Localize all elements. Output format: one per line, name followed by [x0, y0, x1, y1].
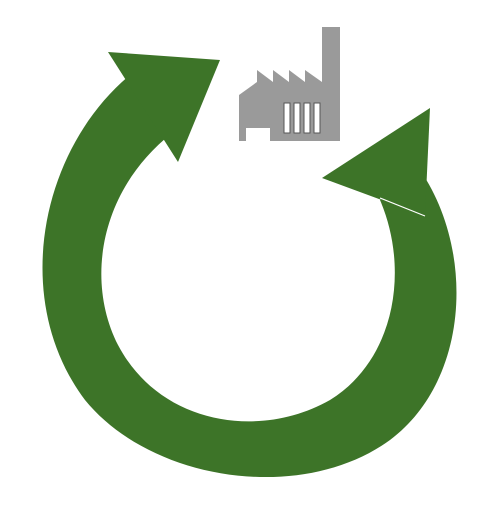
factory-window	[313, 102, 321, 134]
factory-icon	[239, 27, 340, 141]
factory-door	[246, 128, 270, 141]
factory-window	[293, 102, 301, 134]
cycle-arrowhead-upper	[108, 52, 220, 162]
factory-window	[283, 102, 291, 134]
recycle-cycle-arrows-icon	[42, 52, 457, 478]
cycle-arrowhead-right-edge	[379, 197, 426, 217]
factory-window	[303, 102, 311, 134]
cycle-arrowhead-right	[322, 108, 430, 216]
